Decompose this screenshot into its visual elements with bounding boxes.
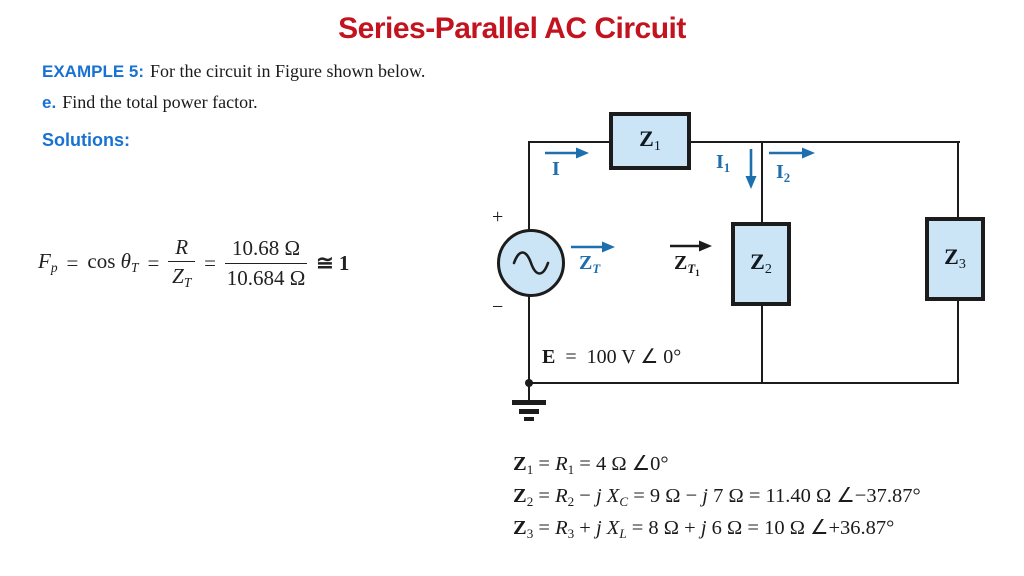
formula-fp: Fp [38, 249, 58, 276]
formula-result: ≅ 1 [316, 250, 350, 275]
fraction-ohm-values: 10.68 Ω 10.684 Ω [224, 236, 308, 290]
equation-z1: Z1 = R1 = 4 Ω ∠0° [513, 453, 669, 477]
sine-wave-icon [510, 250, 552, 276]
impedance-equations: Z1 = R1 = 4 Ω ∠0° Z2 = R2 − j XC = 9 Ω −… [513, 451, 921, 547]
equals-sign: = [66, 250, 79, 275]
example-colon: : [138, 62, 145, 81]
fraction-numerator: 10.68 Ω [224, 236, 308, 264]
fraction-r-over-zt: R ZT [168, 235, 196, 291]
current-arrow-i-icon [545, 146, 589, 160]
impedance-label-z1: Z1 [639, 126, 661, 155]
current-label-i2: I2 [776, 161, 791, 185]
impedance-label-z3: Z3 [944, 244, 966, 273]
formula-cos-theta: cos θT [87, 249, 139, 276]
minus-sign: − [492, 296, 504, 318]
equation-z2: Z2 = R2 − j XC = 9 Ω − j 7 Ω = 11.40 Ω ∠… [513, 484, 921, 509]
solutions-line: Solutions: [42, 130, 130, 151]
example-line: EXAMPLE 5: For the circuit in Figure show… [42, 61, 425, 82]
page-title: Series-Parallel AC Circuit [338, 12, 686, 45]
current-label-i1: I1 [716, 151, 731, 175]
item-text: Find the total power factor. [62, 92, 258, 112]
source-voltage-label: E = 100 V ∠ 0° [542, 346, 682, 368]
impedance-label-zt: ZT [579, 252, 601, 276]
fraction-denominator: ZT [172, 264, 192, 291]
impedance-box-z1: Z1 [609, 112, 691, 170]
plus-sign: + [492, 206, 504, 228]
ground-node-dot [525, 379, 533, 387]
fraction-numerator: R [168, 235, 196, 263]
equals-sign: = [147, 250, 160, 275]
impedance-arrow-zt1-icon [670, 239, 712, 253]
equation-z3: Z3 = R3 + j XL = 8 Ω + j 6 Ω = 10 Ω ∠+36… [513, 516, 895, 541]
impedance-box-z2: Z2 [731, 222, 791, 306]
wire-top [528, 141, 960, 143]
ac-source [497, 229, 565, 297]
power-factor-formula: Fp = cos θT = R ZT = 10.68 Ω 10.684 Ω ≅ … [38, 225, 349, 301]
current-arrow-i2-icon [769, 146, 815, 160]
solutions-label: Solutions: [42, 130, 130, 150]
impedance-label-zt1: ZT1 [674, 252, 700, 278]
equals-sign: = [204, 250, 216, 275]
current-arrow-i1-icon [744, 149, 758, 189]
impedance-box-z3: Z3 [925, 217, 985, 301]
example-text: For the circuit in Figure shown below. [150, 61, 426, 81]
item-label: e. [42, 93, 57, 112]
item-line: e. Find the total power factor. [42, 92, 258, 113]
impedance-label-z2: Z2 [750, 249, 772, 278]
wire-bottom [528, 382, 959, 384]
impedance-arrow-zt-icon [571, 240, 615, 254]
fraction-denominator: 10.684 Ω [226, 265, 306, 290]
current-label-i: I [552, 158, 560, 180]
example-label: EXAMPLE 5 [42, 62, 139, 81]
